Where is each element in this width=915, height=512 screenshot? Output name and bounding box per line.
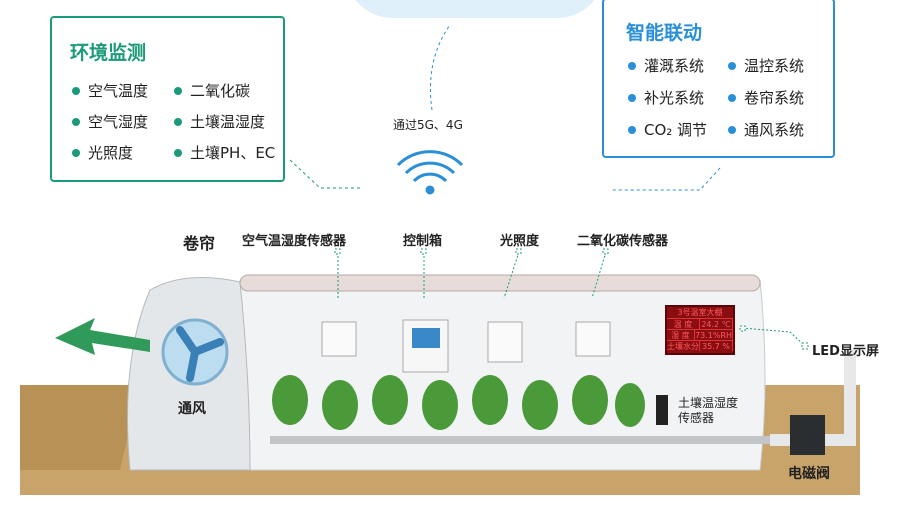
led-cell: 24.2 ℃ bbox=[700, 319, 733, 329]
item-label: 补光系统 bbox=[644, 89, 705, 107]
bullet-icon bbox=[174, 148, 182, 157]
light-sensor-label: 光照度 bbox=[500, 234, 540, 249]
list-item: 温控系统 bbox=[728, 55, 804, 76]
led-cell: 73.1%RH bbox=[695, 330, 733, 340]
item-label: 土壤PH、EC bbox=[190, 144, 276, 162]
item-label: 光照度 bbox=[88, 144, 134, 162]
item-label: 温控系统 bbox=[744, 57, 805, 75]
list-item: 通风系统 bbox=[728, 119, 804, 140]
item-label: CO₂ 调节 bbox=[644, 121, 708, 139]
item-label: 二氧化碳 bbox=[190, 82, 251, 100]
solenoid-valve bbox=[790, 415, 825, 455]
plants bbox=[272, 375, 645, 430]
air-sensor-label: 空气温湿度传感器 bbox=[242, 234, 347, 249]
panel-title: 智能联动 bbox=[626, 22, 703, 44]
co2-sensor bbox=[575, 321, 611, 357]
led-cell: 温 度 bbox=[667, 319, 700, 329]
arrow-line bbox=[429, 24, 451, 111]
network-label: 通过5G、4G bbox=[393, 118, 463, 132]
item-label: 空气温度 bbox=[88, 82, 149, 100]
bullet-icon bbox=[728, 125, 736, 134]
bullet-icon bbox=[174, 117, 182, 126]
led-title: 3号温室大棚 bbox=[677, 308, 723, 317]
cloud-shape bbox=[345, 0, 605, 18]
item-label: 空气湿度 bbox=[88, 113, 149, 131]
light-sensor bbox=[487, 321, 523, 363]
list-item: 空气湿度 bbox=[72, 111, 148, 132]
smart-linkage-panel: 智能联动 灌溉系统 温控系统 补光系统 卷帘系统 CO₂ 调节 通风系统 bbox=[602, 0, 835, 158]
led-cell: 35.7 % bbox=[700, 341, 733, 351]
list-item: 补光系统 bbox=[628, 87, 704, 108]
led-cell: 土壤水分 bbox=[667, 341, 700, 351]
bullet-icon bbox=[728, 61, 736, 70]
bullet-icon bbox=[72, 86, 80, 95]
environment-monitoring-panel: 环境监测 空气温度 二氧化碳 空气湿度 土壤温湿度 光照度 土壤PH、EC bbox=[50, 16, 285, 182]
list-item: 空气温度 bbox=[72, 80, 148, 101]
list-item: 二氧化碳 bbox=[174, 80, 250, 101]
list-item: CO₂ 调节 bbox=[628, 119, 707, 140]
list-item: 光照度 bbox=[72, 142, 133, 163]
led-label: LED显示屏 bbox=[812, 344, 879, 359]
soil-sensor bbox=[656, 395, 668, 425]
bullet-icon bbox=[628, 125, 636, 134]
co2-sensor-label: 二氧化碳传感器 bbox=[577, 234, 669, 249]
curtain-label: 卷帘 bbox=[183, 234, 216, 253]
bullet-icon bbox=[72, 148, 80, 157]
list-item: 土壤温湿度 bbox=[174, 111, 265, 132]
connector-line bbox=[610, 167, 721, 191]
item-label: 土壤温湿度 bbox=[190, 113, 266, 131]
valve-label: 电磁阀 bbox=[788, 466, 830, 482]
item-label: 卷帘系统 bbox=[744, 89, 805, 107]
curtain-roller bbox=[239, 274, 761, 292]
sensor-connectors bbox=[334, 248, 809, 350]
bullet-icon bbox=[174, 86, 182, 95]
bullet-icon bbox=[628, 61, 636, 70]
ventilation-label: 通风 bbox=[178, 401, 206, 417]
airflow-arrow bbox=[55, 318, 150, 355]
bullet-icon bbox=[728, 93, 736, 102]
air-sensor bbox=[321, 321, 357, 357]
soil-sensor-label: 土壤温湿度 传感器 bbox=[678, 396, 739, 425]
connector-line bbox=[289, 159, 360, 189]
led-cell: 湿 度 bbox=[667, 330, 695, 340]
bullet-icon bbox=[628, 93, 636, 102]
bullet-icon bbox=[72, 117, 80, 126]
wifi-icon bbox=[396, 150, 464, 195]
item-label: 灌溉系统 bbox=[644, 57, 705, 75]
item-label: 通风系统 bbox=[744, 121, 805, 139]
panel-title: 环境监测 bbox=[70, 42, 147, 64]
control-box-label: 控制箱 bbox=[403, 234, 443, 249]
ground-shadow bbox=[20, 385, 140, 470]
list-item: 卷帘系统 bbox=[728, 87, 804, 108]
list-item: 土壤PH、EC bbox=[174, 142, 275, 163]
list-item: 灌溉系统 bbox=[628, 55, 704, 76]
